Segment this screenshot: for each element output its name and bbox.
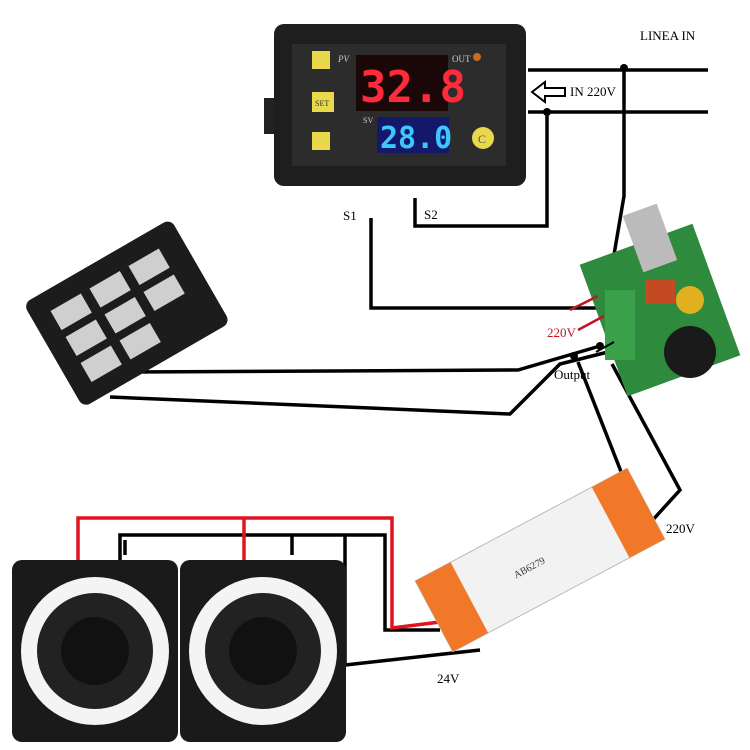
- pv-label: PV: [337, 54, 350, 64]
- power-supply: AB6279: [414, 467, 666, 653]
- out-label: OUT: [452, 54, 471, 64]
- s2-label: S2: [424, 207, 438, 222]
- set-button[interactable]: [312, 92, 334, 112]
- in-220v-label: IN 220V: [570, 84, 616, 99]
- voltage-regulator: [579, 203, 741, 397]
- regulator-input-label: 220V: [547, 325, 577, 340]
- red-wires: [76, 516, 441, 630]
- input-arrows-icon: [569, 294, 605, 332]
- out-indicator: [473, 53, 481, 61]
- sv-label: SV: [363, 116, 373, 125]
- linea-in-label: LINEA IN: [640, 28, 696, 43]
- psu-output-label: 24V: [437, 671, 460, 686]
- down-button[interactable]: [312, 132, 330, 150]
- potentiometer-knob[interactable]: [664, 326, 716, 378]
- sv-display: 28.0: [380, 121, 452, 156]
- celsius-button[interactable]: [472, 127, 494, 149]
- svg-text:C: C: [478, 132, 486, 146]
- regulator-output-label: Output: [554, 367, 591, 382]
- pv-display: 32.8: [360, 62, 466, 113]
- fan-left: [12, 560, 178, 742]
- up-button[interactable]: [312, 51, 330, 69]
- psu-input-label: 220V: [666, 521, 696, 536]
- thermostat-controller: SET PV 32.8 SV 28.0 OUT C: [264, 24, 526, 186]
- output-arrow-icon: [595, 341, 615, 353]
- ptc-heater: [26, 221, 228, 405]
- input-arrow-icon: [530, 79, 566, 105]
- set-label: SET: [315, 99, 329, 108]
- fan-right: [180, 560, 346, 742]
- s1-label: S1: [343, 208, 357, 223]
